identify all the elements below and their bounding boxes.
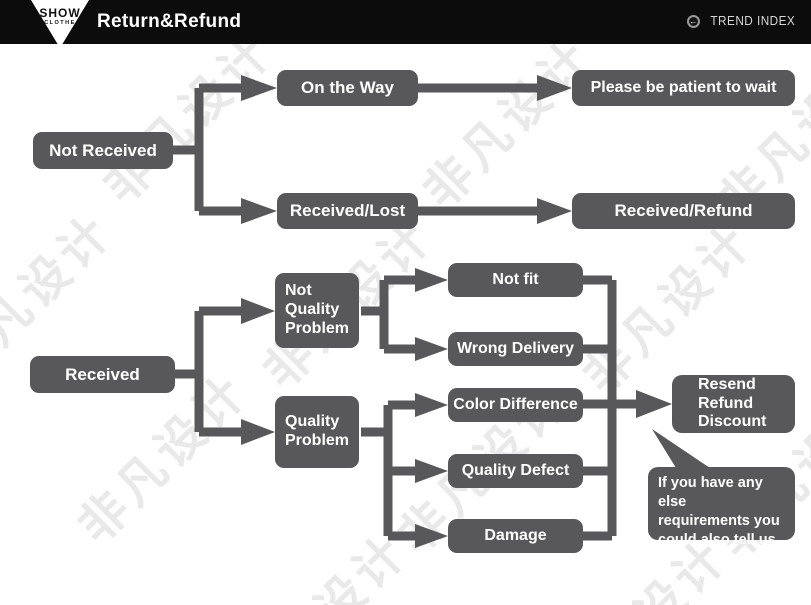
node-received-refund: Received/Refund: [572, 193, 795, 229]
node-quality-problem: Quality Problem: [275, 396, 359, 468]
node-resend-refund-discount: Resend Refund Discount: [672, 375, 795, 433]
node-on-the-way: On the Way: [277, 70, 418, 106]
node-quality-defect: Quality Defect: [448, 454, 583, 488]
header-bar: Return&Refund ← TREND INDEX: [0, 0, 811, 44]
node-damage: Damage: [448, 519, 583, 553]
node-not-fit: Not fit: [448, 263, 583, 297]
node-received-lost: Received/Lost: [277, 193, 418, 229]
node-please-wait: Please be patient to wait: [572, 70, 795, 106]
back-arrow-circle-icon: ←: [686, 14, 700, 28]
arrowheads: [241, 75, 710, 548]
brand-name: SHOW: [39, 6, 81, 20]
bubble-tail: [652, 429, 710, 468]
trend-index-label: TREND INDEX: [710, 14, 795, 28]
trend-index: ← TREND INDEX: [686, 14, 795, 28]
node-color-difference: Color Difference: [448, 388, 583, 422]
node-wrong-delivery: Wrong Delivery: [448, 332, 583, 366]
node-received: Received: [30, 356, 175, 393]
brand-subname: CLOTHE: [44, 20, 76, 26]
node-not-received: Not Received: [33, 132, 173, 169]
note-bubble: If you have any else requirements you co…: [648, 467, 795, 548]
node-not-quality-problem: Not Quality Problem: [275, 273, 359, 348]
page-title: Return&Refund: [97, 11, 242, 32]
